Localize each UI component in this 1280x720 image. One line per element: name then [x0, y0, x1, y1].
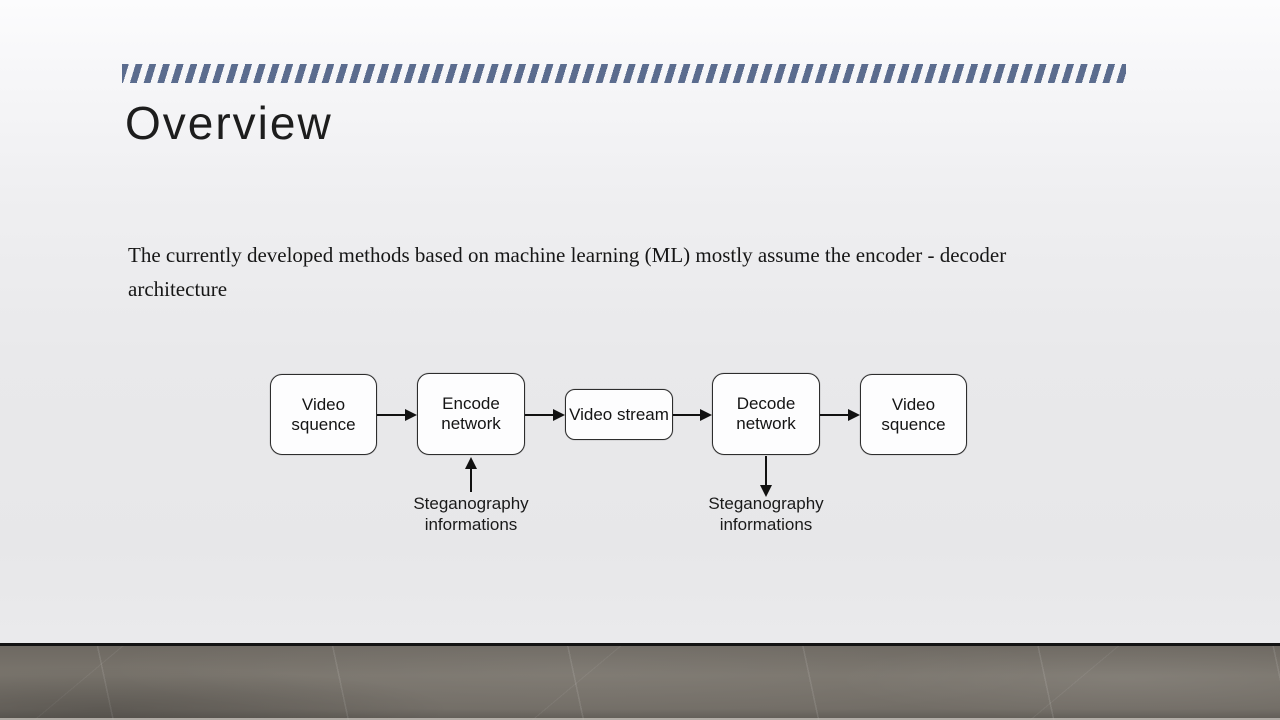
floor-texture	[0, 646, 1280, 720]
pipeline-diagram: Video squence Encode network Video strea…	[270, 373, 967, 534]
slide-title: Overview	[125, 97, 333, 149]
slide-body-text: The currently developed methods based on…	[128, 243, 1007, 301]
annotation-steganography-out: Steganography informations	[708, 494, 824, 534]
diagram-box-video-sequence-out: Video squence	[860, 374, 967, 455]
slide-bottom-edge	[0, 643, 1280, 646]
arrow-up-icon	[465, 457, 477, 469]
connector-line-stego-out	[765, 456, 767, 485]
diagram-box-label: Decode network	[736, 394, 796, 433]
connector-line-4	[820, 414, 848, 416]
connector-line-stego-in	[470, 468, 472, 492]
annotation-steganography-in: Steganography informations	[413, 494, 529, 534]
diagram-box-label: Video squence	[881, 394, 946, 434]
arrow-right-icon	[848, 409, 860, 421]
diagram-box-label: Encode network	[441, 394, 501, 433]
arrow-right-icon	[405, 409, 417, 421]
arrow-right-icon	[553, 409, 565, 421]
diagram-box-encode-network: Encode network	[417, 373, 525, 455]
connector-line-2	[525, 414, 553, 416]
connector-line-1	[377, 414, 405, 416]
arrow-right-icon	[700, 409, 712, 421]
diagram-box-label: Video squence	[291, 394, 356, 434]
diagram-box-video-sequence-in: Video squence	[270, 374, 377, 455]
title-accent-ribbon	[122, 64, 1126, 83]
diagram-box-video-stream: Video stream	[565, 389, 673, 440]
slide-canvas: Overview The currently developed methods…	[0, 0, 1280, 643]
connector-line-3	[673, 414, 700, 416]
floor-highlight-strip	[0, 718, 1280, 720]
diagram-box-decode-network: Decode network	[712, 373, 820, 455]
arrow-down-icon	[760, 485, 772, 497]
diagram-box-label: Video stream	[569, 404, 669, 424]
